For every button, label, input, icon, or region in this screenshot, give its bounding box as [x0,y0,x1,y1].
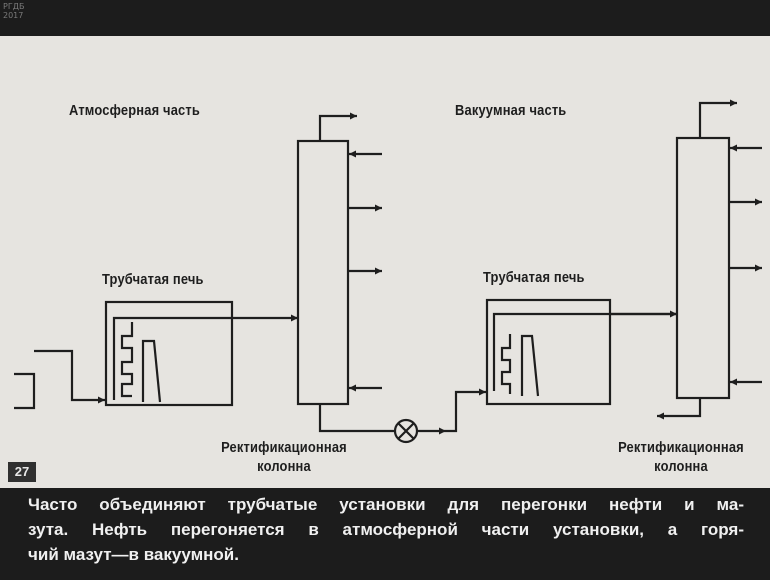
label-atmospheric-part: Атмосферная часть [69,102,200,119]
label-furnace-left: Трубчатая печь [102,271,204,288]
label-column-left: Ректификационная колонна [221,439,347,475]
watermark: РГДБ 2017 [3,2,25,20]
caption-line-2: зута. Нефть перегоняется в атмосферной ч… [28,520,744,539]
label-column-right: Ректификационная колонна [618,439,744,475]
furnace-left-burner [141,339,162,403]
frame-number: 27 [8,462,36,482]
furnace-right-box [485,298,612,406]
pump-cross [397,422,415,440]
column-left-top-outlet [318,112,357,141]
feed-line-left [34,349,105,404]
column-right-bottom-outlet [657,398,702,420]
feed-inlet-stub [14,372,36,410]
feed-line-right [446,388,486,433]
label-vacuum-part: Вакуумная часть [455,102,567,119]
column-right [675,136,731,400]
column-left [296,139,350,406]
caption-line-1: Часто объединяют трубчатые установки для… [28,495,744,514]
furnace-right-coil-zigzag [500,334,512,394]
diagram-panel: Атмосферная часть Вакуумная часть Трубча… [0,36,770,488]
caption-line-3: чий мазут—в вакуумной. [28,545,239,564]
pump-icon [393,418,419,444]
process-diagram [14,99,762,444]
furnace-left-box [104,300,234,407]
bottom-line-left [318,404,394,433]
column-right-top-outlet [698,99,737,138]
furnace-right-burner [520,334,540,397]
furnace-left-coil-zigzag [120,322,134,398]
label-furnace-right: Трубчатая печь [483,269,585,286]
furnace-left-coil [112,316,232,400]
caption: Часто объединяют трубчатые установки для… [28,492,744,567]
